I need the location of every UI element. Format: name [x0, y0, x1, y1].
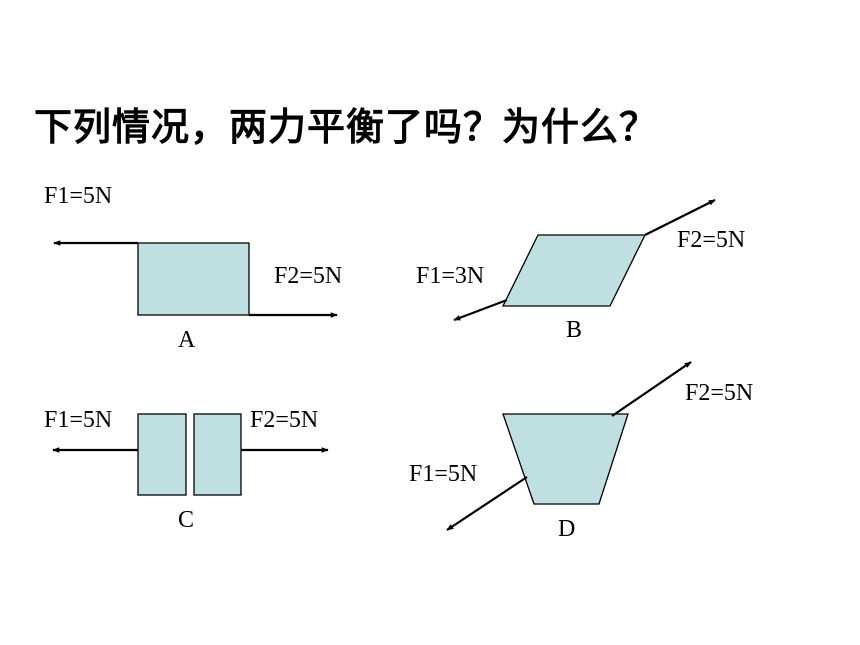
diagram-d: F1=5N F2=5N D	[409, 361, 753, 542]
diagram-d-label: D	[558, 516, 575, 542]
diagram-d-f2-label: F2=5N	[685, 380, 753, 406]
diagram-d-f2-arrow	[611, 361, 692, 417]
diagram-a-label: A	[178, 327, 196, 353]
diagram-c-f2-label: F2=5N	[250, 407, 318, 433]
diagram-d-f1-label: F1=5N	[409, 461, 477, 487]
diagram-c-f1-label: F1=5N	[44, 407, 112, 433]
diagram-b-f1-label: F1=3N	[416, 263, 484, 289]
diagram-b: F1=3N F2=5N B	[416, 199, 745, 343]
diagram-b-f2-label: F2=5N	[677, 227, 745, 253]
diagram-a-f2-label: F2=5N	[274, 263, 342, 289]
slide-title: 下列情况，两力平衡了吗？为什么？	[34, 105, 659, 149]
diagram-c-label: C	[178, 507, 194, 533]
diagram-c: F1=5N F2=5N C	[44, 407, 329, 533]
diagram-d-block	[502, 413, 629, 505]
diagram-a: F1=5N F2=5N A	[44, 183, 342, 353]
diagram-b-block	[501, 234, 647, 307]
diagram-d-f1-arrow	[446, 476, 528, 531]
diagram-b-f1-arrow	[453, 298, 508, 322]
diagram-b-f2-arrow	[644, 199, 716, 236]
diagram-a-f1-label: F1=5N	[44, 183, 112, 209]
diagram-c-block-left	[137, 413, 187, 496]
diagram-c-block-right	[193, 413, 242, 496]
diagram-a-block	[137, 242, 250, 316]
diagram-b-label: B	[566, 317, 582, 343]
